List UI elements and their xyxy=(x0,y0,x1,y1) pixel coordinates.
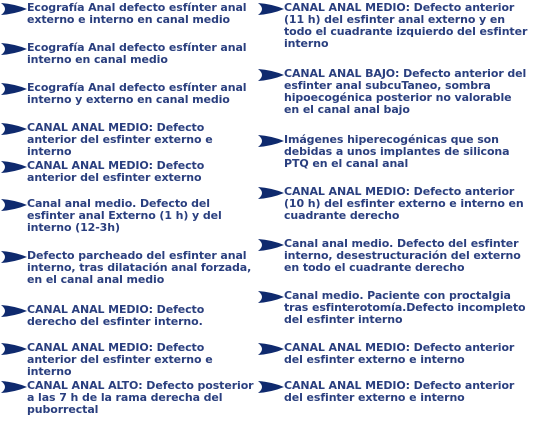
list-item-text: Ecografía Anal defecto esfínter anal int… xyxy=(27,41,247,66)
arrow-bullet-icon xyxy=(1,343,27,355)
right-column: CANAL ANAL MEDIO: Defecto anterior (11 h… xyxy=(258,2,533,434)
list-item[interactable]: Defecto parcheado del esfinter anal inte… xyxy=(1,250,258,304)
list-item[interactable]: CANAL ANAL ALTO: Defecto posterior a las… xyxy=(1,380,258,424)
list-item[interactable]: CANAL ANAL MEDIO: Defecto anterior del e… xyxy=(1,160,258,198)
list-item-text: Ecografía Anal defecto esfínter anal int… xyxy=(27,81,247,106)
arrow-bullet-icon xyxy=(1,305,27,317)
list-item[interactable]: CANAL ANAL MEDIO: Defecto anterior del e… xyxy=(258,380,533,418)
arrow-bullet-icon xyxy=(258,69,284,81)
list-item-text: Canal medio. Paciente con proctalgia tra… xyxy=(284,289,526,326)
list-item-text: CANAL ANAL MEDIO: Defecto anterior del e… xyxy=(27,121,213,158)
list-item[interactable]: CANAL ANAL MEDIO: Defecto anterior del e… xyxy=(1,342,258,380)
arrow-bullet-icon xyxy=(1,161,27,173)
list-item[interactable]: CANAL ANAL MEDIO: Defecto anterior del e… xyxy=(258,342,533,380)
list-item-text: Defecto parcheado del esfinter anal inte… xyxy=(27,249,252,286)
list-item-text: CANAL ANAL ALTO: Defecto posterior a las… xyxy=(27,379,254,416)
arrow-bullet-icon xyxy=(1,123,27,135)
arrow-bullet-icon xyxy=(258,381,284,393)
list-item[interactable]: Canal anal medio. Defecto del esfinter a… xyxy=(1,198,258,250)
arrow-bullet-icon xyxy=(258,187,284,199)
arrow-bullet-icon xyxy=(258,291,284,303)
list-item-text: CANAL ANAL MEDIO: Defecto anterior (10 h… xyxy=(284,185,524,222)
list-item[interactable]: Ecografía Anal defecto esfínter anal int… xyxy=(1,42,258,82)
list-item-text: CANAL ANAL MEDIO: Defecto anterior del e… xyxy=(27,159,205,184)
list-item-text: CANAL ANAL MEDIO: Defecto anterior (11 h… xyxy=(284,1,528,50)
list-item-text: Canal anal medio. Defecto del esfinter a… xyxy=(27,197,222,234)
list-item-text: Imágenes hiperecogénicas que son debidas… xyxy=(284,133,510,170)
list-item[interactable]: CANAL ANAL MEDIO: Defecto derecho del es… xyxy=(1,304,258,342)
list-item-text: CANAL ANAL BAJO: Defecto anterior del es… xyxy=(284,67,527,116)
list-item[interactable]: CANAL ANAL BAJO: Defecto anterior del es… xyxy=(258,68,533,134)
arrow-bullet-icon xyxy=(258,239,284,251)
list-item[interactable]: CANAL ANAL MEDIO: Defecto anterior (10 h… xyxy=(258,186,533,238)
arrow-bullet-icon xyxy=(1,381,27,393)
arrow-bullet-icon xyxy=(258,135,284,147)
list-item[interactable]: Imágenes hiperecogénicas que son debidas… xyxy=(258,134,533,186)
arrow-bullet-icon xyxy=(1,83,27,95)
list-item-text: Canal anal medio. Defecto del esfinter i… xyxy=(284,237,521,274)
arrow-bullet-icon xyxy=(258,343,284,355)
list-item[interactable]: Ecografía Anal defecto esfínter anal ext… xyxy=(1,2,258,42)
list-item-text: CANAL ANAL MEDIO: Defecto derecho del es… xyxy=(27,303,205,328)
arrow-bullet-icon xyxy=(1,251,27,263)
list-item[interactable]: Canal anal medio. Defecto del esfinter i… xyxy=(258,238,533,290)
arrow-bullet-icon xyxy=(1,3,27,15)
list-item[interactable]: CANAL ANAL MEDIO: Defecto anterior del e… xyxy=(1,122,258,160)
list-item[interactable]: Canal medio. Paciente con proctalgia tra… xyxy=(258,290,533,342)
list-item-text: Ecografía Anal defecto esfínter anal ext… xyxy=(27,1,247,26)
left-column: Ecografía Anal defecto esfínter anal ext… xyxy=(1,2,258,434)
arrow-bullet-icon xyxy=(1,43,27,55)
list-item-text: CANAL ANAL MEDIO: Defecto anterior del e… xyxy=(284,379,515,404)
list-item[interactable]: CANAL ANAL MEDIO: Defecto anterior (11 h… xyxy=(258,2,533,68)
list-item[interactable]: Ecografía Anal defecto esfínter anal int… xyxy=(1,82,258,122)
list-item-text: CANAL ANAL MEDIO: Defecto anterior del e… xyxy=(27,341,213,378)
arrow-bullet-icon xyxy=(258,3,284,15)
arrow-bullet-icon xyxy=(1,199,27,211)
list-item-text: CANAL ANAL MEDIO: Defecto anterior del e… xyxy=(284,341,515,366)
